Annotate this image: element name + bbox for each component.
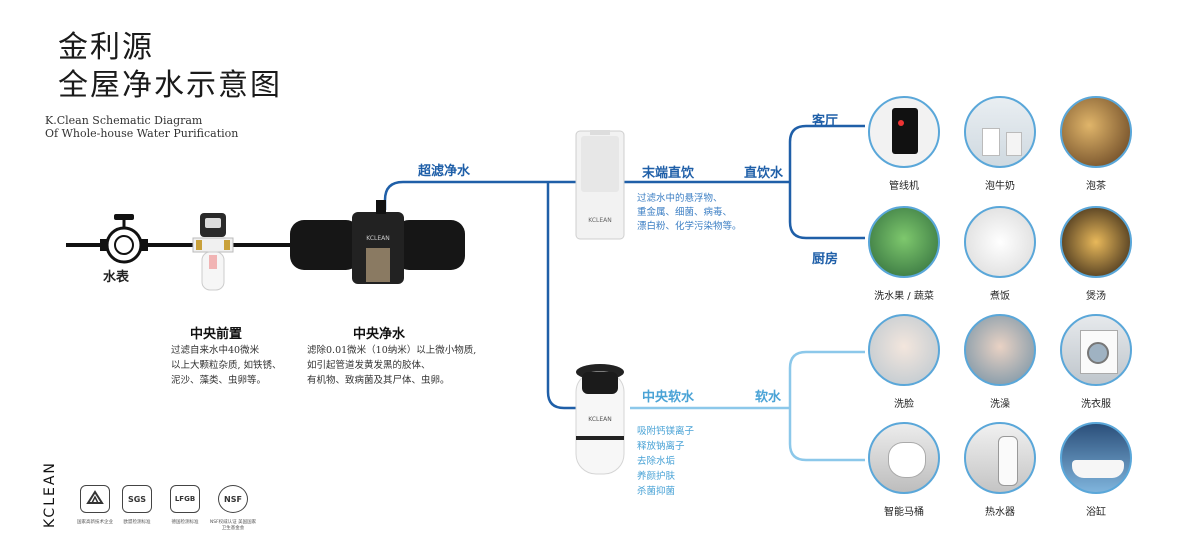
title-line-2: 全屋净水示意图 (58, 68, 282, 103)
milk-icon (964, 96, 1036, 168)
subtitle-line-2: Of Whole-house Water Purification (45, 127, 239, 140)
pre-filter-title: 中央前置 (190, 327, 243, 342)
nsf-cert-icon: NSF (218, 485, 248, 513)
water-heater-icon (964, 422, 1036, 494)
milk-label: 泡牛奶 (985, 181, 1015, 192)
bathtub-label: 浴缸 (1086, 507, 1106, 518)
water-meter-icon (100, 214, 148, 264)
svg-text:KCLEAN: KCLEAN (366, 235, 390, 242)
kitchen-pipe (788, 182, 865, 240)
rice-label: 煮饭 (990, 291, 1010, 302)
dispenser-label: 管线机 (889, 181, 919, 192)
bathtub-icon (1060, 422, 1132, 494)
rice-icon (964, 206, 1036, 278)
direct-drink-label: 直饮水 (744, 166, 784, 181)
soup-label: 煲汤 (1086, 291, 1106, 302)
svg-text:KCLEAN: KCLEAN (588, 416, 612, 423)
pre-filter-desc: 过滤自来水中40微米 以上大颗粒杂质, 如铁锈、 泥沙、藻类、虫卵等。 (171, 345, 282, 386)
face-wash-icon (868, 314, 940, 386)
soft-row1-pipe (788, 350, 865, 408)
subtitle-line-1: K.Clean Schematic Diagram (45, 114, 203, 127)
cert-caption-2: 欧盟检测标准 (123, 520, 151, 525)
soup-icon (1060, 206, 1132, 278)
ultra-filter-pipe (383, 180, 790, 210)
cert-caption-3: 德国检测标准 (171, 520, 199, 525)
soft-water-label: 软水 (755, 390, 782, 405)
hi-tech-enterprise-icon (80, 485, 110, 513)
face-wash-label: 洗脸 (894, 399, 914, 410)
central-purifier-title: 中央净水 (353, 327, 406, 342)
svg-text:KCLEAN: KCLEAN (588, 217, 612, 224)
terminal-label: 末端直饮 (642, 166, 695, 181)
kitchen-label: 厨房 (812, 252, 839, 267)
meter-label: 水表 (103, 270, 130, 285)
lfgb-cert-icon: LFGB (170, 485, 200, 513)
central-purifier-desc: 滤除0.01微米（10纳米）以上微小物质, 如引起管道发黄发黑的胶体、 有机物、… (307, 345, 477, 386)
terminal-desc: 过滤水中的悬浮物、 重金属、细菌、病毒、 漂白粉、化学污染物等。 (637, 193, 742, 232)
tea-label: 泡茶 (1086, 181, 1106, 192)
vegetable-icon (868, 206, 940, 278)
central-softener-label: 中央软水 (642, 390, 695, 405)
water-heater-label: 热水器 (985, 507, 1015, 518)
central-purifier-device: KCLEAN (290, 200, 465, 284)
pre-filter-device (192, 213, 234, 291)
title-line-1: 金利源 (58, 30, 154, 65)
tea-icon (1060, 96, 1132, 168)
softener-device: KCLEAN (575, 364, 625, 475)
soft-row2-pipe (788, 408, 865, 462)
living-room-label: 客厅 (812, 114, 839, 129)
terminal-dispenser-device: KCLEAN (575, 130, 625, 240)
sgs-cert-icon: SGS (122, 485, 152, 513)
shower-label: 洗澡 (990, 399, 1010, 410)
washing-machine-icon (1060, 314, 1132, 386)
washing-machine-label: 洗衣服 (1081, 399, 1111, 410)
brand-logo: KCLEAN (42, 461, 58, 528)
shower-icon (964, 314, 1036, 386)
living-room-pipe (788, 124, 865, 182)
toilet-label: 智能马桶 (884, 507, 924, 518)
cert-caption-4: NSF权威认证 美国国家卫生基金会 (209, 520, 257, 531)
vegetable-label: 洗水果 / 蔬菜 (874, 291, 934, 302)
ultra-filter-label: 超滤净水 (418, 164, 471, 179)
dispenser-icon (868, 96, 940, 168)
softener-branch-pipe (546, 182, 580, 410)
softener-desc: 吸附钙镁离子 释放钠离子 去除水垢 养颜护肤 杀菌抑菌 (637, 426, 695, 497)
cert-caption-1: 国家高新技术企业 (77, 520, 113, 525)
toilet-icon (868, 422, 940, 494)
